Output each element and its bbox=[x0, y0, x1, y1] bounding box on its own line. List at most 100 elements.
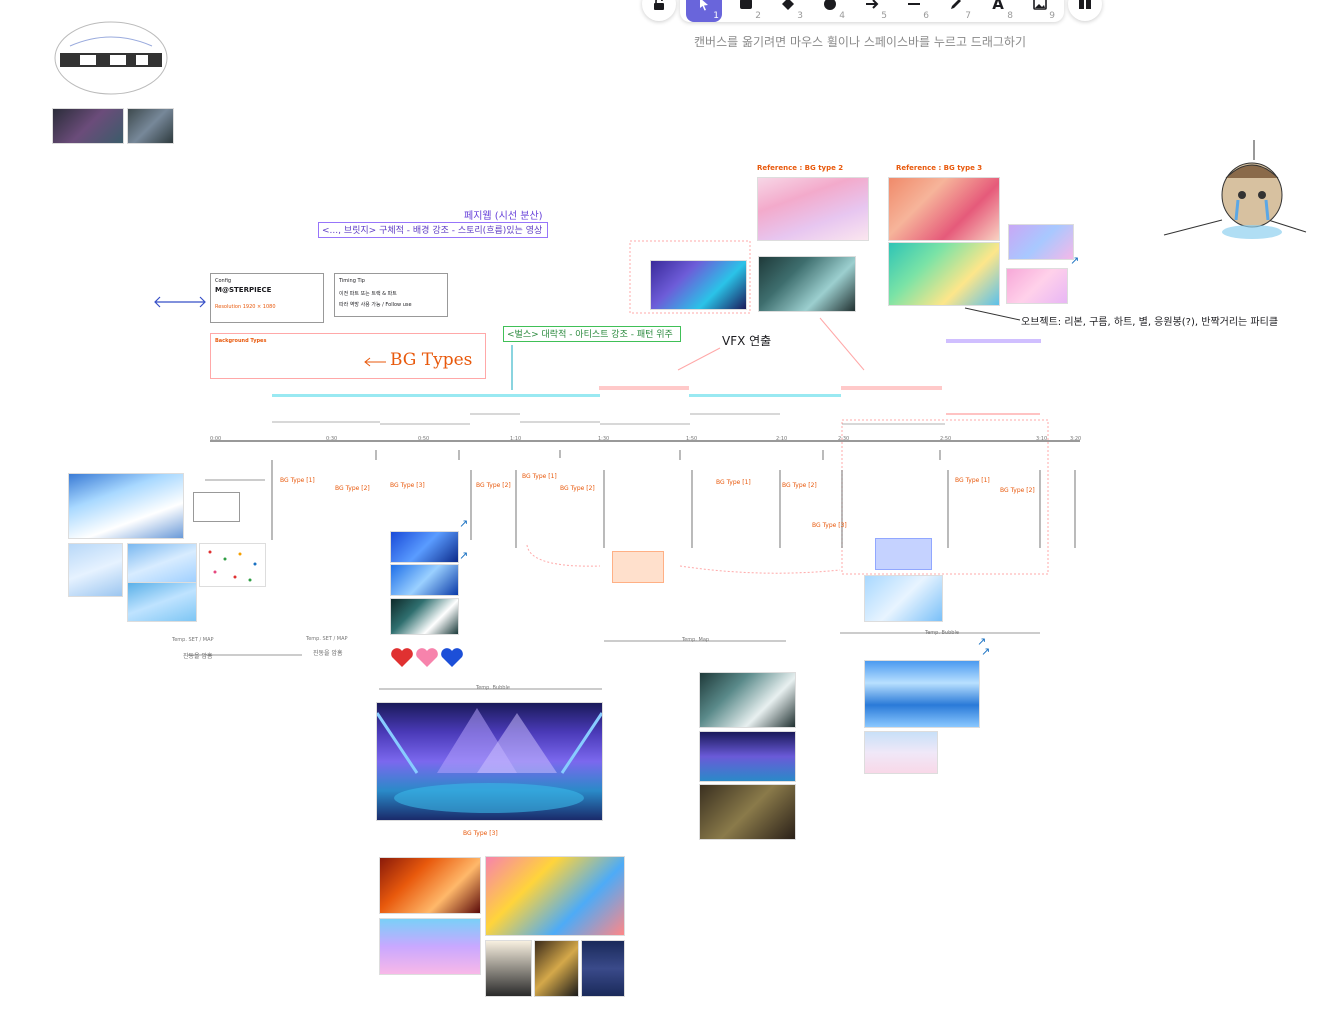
shape-tools-panel: 1 2 3 4 5 6 7 A 8 bbox=[680, 0, 1064, 22]
korean-note: 진동을 암흠 bbox=[183, 653, 213, 660]
shortcut-number: 1 bbox=[713, 11, 719, 21]
bg-types-label: BG Types bbox=[390, 350, 473, 370]
shortcut-number: 6 bbox=[923, 11, 929, 21]
lock-icon bbox=[654, 0, 664, 10]
timing-line: 이전 파트 또는 트랙 & 파트 bbox=[339, 291, 397, 297]
reference-image[interactable] bbox=[757, 177, 869, 241]
bg-types-box-title: Background Types bbox=[215, 338, 267, 344]
confetti-image[interactable] bbox=[199, 543, 266, 587]
tool-line[interactable]: 6 bbox=[896, 0, 932, 22]
tool-ellipse[interactable]: 4 bbox=[812, 0, 848, 22]
tool-diamond[interactable]: 3 bbox=[770, 0, 806, 22]
book-icon bbox=[1079, 0, 1091, 9]
reference-image[interactable] bbox=[888, 177, 1000, 241]
external-link-icon[interactable]: ↗ bbox=[981, 645, 991, 658]
objects-note: 오브젝트: 리본, 구름, 하트, 별, 응원봉(?), 반짝거리는 파티클 bbox=[1021, 317, 1279, 328]
timing-title: Timing Tip bbox=[339, 278, 365, 284]
scene-image[interactable] bbox=[699, 731, 796, 782]
bg-type-label: BG Type [1] bbox=[955, 477, 990, 484]
shortcut-number: 9 bbox=[1049, 11, 1055, 21]
shortcut-number: 8 bbox=[1007, 11, 1013, 21]
reference-label: Reference : BG type 2 bbox=[757, 164, 844, 172]
thumbnail-image[interactable] bbox=[52, 108, 124, 144]
tool-arrow[interactable]: 5 bbox=[854, 0, 890, 22]
ornament-image[interactable] bbox=[485, 940, 532, 997]
library-button[interactable] bbox=[1068, 0, 1102, 21]
scene-image[interactable] bbox=[379, 857, 481, 914]
bg-type-label: BG Type [3] bbox=[463, 830, 498, 837]
reference-image[interactable] bbox=[1008, 224, 1074, 260]
timeline-tick: 2:10 bbox=[776, 436, 788, 442]
timing-tip-box[interactable]: Timing Tip 이전 파트 또는 트랙 & 파트 따라 역방 사용 가능 … bbox=[334, 273, 448, 317]
bridge-section-box[interactable]: <..., 브릿지> 구체적 - 배경 강조 - 스토리(흐름)있는 영상 bbox=[318, 222, 548, 238]
korean-note: 진동을 암흠 bbox=[313, 650, 343, 657]
canvas-hint: 캔버스를 옮기려면 마우스 휠이나 스페이스바를 누르고 드래그하기 bbox=[694, 35, 1027, 49]
scene-image[interactable] bbox=[485, 856, 625, 936]
tool-text[interactable]: A 8 bbox=[980, 0, 1016, 22]
timeline-tick: 0:50 bbox=[418, 436, 430, 442]
scene-image[interactable] bbox=[864, 660, 980, 728]
timeline-tick: 3:10 bbox=[1036, 436, 1048, 442]
scene-image[interactable] bbox=[379, 918, 481, 975]
tool-draw[interactable]: 7 bbox=[938, 0, 974, 22]
mascot-sketch[interactable] bbox=[1162, 140, 1308, 244]
thumbnail-image[interactable] bbox=[127, 108, 174, 144]
timeline-tick: 2:30 bbox=[838, 436, 850, 442]
pointer-icon bbox=[700, 0, 708, 11]
external-link-icon[interactable]: ↗ bbox=[459, 549, 469, 562]
scene-image[interactable] bbox=[864, 731, 938, 774]
external-link-icon[interactable]: ↗ bbox=[977, 635, 987, 648]
reference-image[interactable] bbox=[650, 260, 747, 310]
tool-rectangle[interactable]: 2 bbox=[728, 0, 764, 22]
bg-type-label: BG Type [2] bbox=[476, 482, 511, 489]
stage-drawing bbox=[377, 708, 602, 813]
scene-image[interactable] bbox=[864, 575, 943, 622]
lock-button[interactable] bbox=[642, 0, 676, 21]
poster-image[interactable] bbox=[581, 940, 625, 997]
verse-section-box[interactable]: <벌스> 대락적 - 아티스트 강조 - 패턴 위주 bbox=[503, 326, 681, 342]
scene-image[interactable] bbox=[390, 598, 459, 635]
reference-image[interactable] bbox=[1006, 268, 1068, 304]
line-icon bbox=[908, 3, 920, 5]
scene-image[interactable] bbox=[68, 473, 184, 539]
background-types-box[interactable]: Background Types bbox=[210, 333, 486, 379]
typography-box[interactable] bbox=[193, 492, 240, 522]
scene-image[interactable] bbox=[127, 582, 197, 622]
config-box[interactable]: Config M@STERPIECE Resolution 1920 × 108… bbox=[210, 273, 324, 323]
placeholder-rectangle[interactable] bbox=[875, 538, 932, 570]
external-link-icon[interactable]: ↗ bbox=[1070, 254, 1080, 267]
hearts-drawing bbox=[391, 648, 463, 667]
rectangle-icon bbox=[740, 0, 752, 9]
scene-image[interactable] bbox=[68, 543, 123, 597]
ornament-image[interactable] bbox=[534, 940, 579, 997]
config-title: Config bbox=[215, 278, 232, 284]
scene-image[interactable] bbox=[390, 564, 459, 596]
bg-type-label: BG Type [3] bbox=[390, 482, 425, 489]
external-link-icon[interactable]: ↗ bbox=[459, 517, 469, 530]
stage-image[interactable] bbox=[376, 702, 603, 821]
timing-line: 따라 역방 사용 가능 / Follow use bbox=[339, 302, 412, 308]
timeline-tick: 2:50 bbox=[940, 436, 952, 442]
temp-label: Temp. SET / MAP bbox=[306, 636, 348, 642]
scene-image[interactable] bbox=[699, 784, 796, 840]
tool-image[interactable]: 9 bbox=[1022, 0, 1058, 22]
temp-label: Temp. Bubble bbox=[476, 685, 510, 691]
shortcut-number: 5 bbox=[881, 11, 887, 21]
reference-image[interactable] bbox=[758, 256, 856, 312]
scene-image[interactable] bbox=[390, 531, 459, 563]
reference-image[interactable] bbox=[888, 242, 1000, 306]
tool-selection[interactable]: 1 bbox=[686, 0, 722, 22]
scene-image[interactable] bbox=[699, 672, 796, 728]
bg-type-label: BG Type [2] bbox=[560, 485, 595, 492]
placeholder-rectangle[interactable] bbox=[612, 551, 664, 583]
timeline-tick: 1:50 bbox=[686, 436, 698, 442]
bg-type-label: BG Type [1] bbox=[280, 477, 315, 484]
timeline-tick: 0:00 bbox=[210, 436, 222, 442]
scene-image[interactable] bbox=[127, 543, 197, 583]
bg-type-label: BG Type [1] bbox=[716, 479, 751, 486]
hearts-image[interactable] bbox=[390, 645, 465, 670]
diamond-icon bbox=[782, 0, 794, 10]
logo-sketch[interactable] bbox=[50, 18, 172, 102]
shortcut-number: 4 bbox=[839, 11, 845, 21]
pencil-icon bbox=[951, 0, 961, 9]
